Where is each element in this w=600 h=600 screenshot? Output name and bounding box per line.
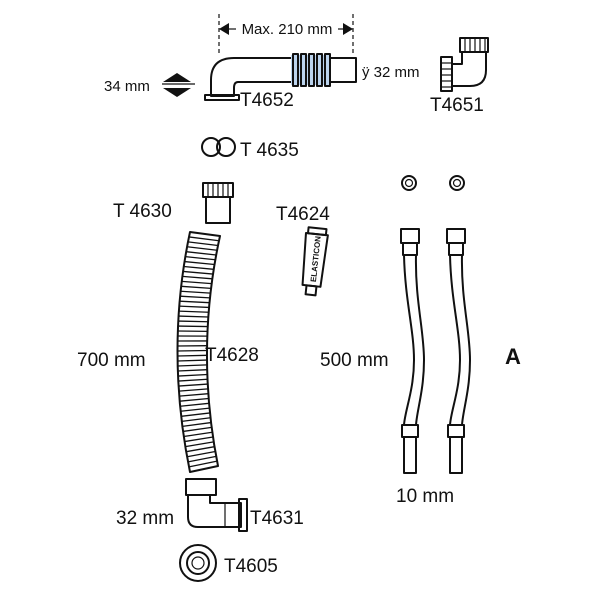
- hose-rib: [178, 383, 208, 387]
- pipe-left: [400, 228, 425, 474]
- max-length-dimension: Max. 210 mm: [218, 14, 354, 56]
- hose-rib: [179, 397, 209, 402]
- hose-rib: [187, 241, 219, 247]
- hose-rib: [185, 255, 216, 261]
- hose-rib: [185, 441, 214, 448]
- hose-rib: [178, 320, 209, 323]
- t4630-connector-icon: [202, 182, 234, 224]
- pipe-washer-left-icon: [401, 175, 417, 191]
- hose-length-label: 700 mm: [77, 350, 146, 371]
- hose-rib: [181, 285, 212, 290]
- hose-rib: [180, 407, 210, 412]
- set-label-a: A: [505, 344, 521, 369]
- hose-rib: [188, 236, 220, 242]
- hose-rib: [186, 251, 217, 256]
- part-label-t4651: T4651: [430, 95, 484, 116]
- part-label-t4652: T4652: [240, 90, 294, 111]
- hose-rib: [179, 305, 210, 309]
- hose-rib: [186, 450, 216, 458]
- hose-rib: [182, 270, 214, 275]
- hose-rib: [182, 275, 213, 280]
- t4628-corrugated-hose: [176, 231, 221, 473]
- part-label-t4630: T 4630: [113, 201, 172, 222]
- hose-rib: [178, 373, 208, 377]
- part-label-t4635: T 4635: [240, 140, 299, 161]
- hose-rib: [182, 426, 212, 433]
- height-34-label: 34 mm: [104, 78, 150, 95]
- part-label-t4628: T4628: [205, 345, 259, 366]
- tube-brand-text: ELASTICON: [309, 235, 323, 282]
- hose-rib: [188, 460, 218, 468]
- part-label-t4605: T4605: [224, 556, 278, 577]
- t4635-rings-icon: [201, 137, 236, 157]
- elbow-diameter-label: 32 mm: [116, 508, 174, 529]
- pipe-washer-right-icon: [449, 175, 465, 191]
- pipe-diameter-label: 10 mm: [396, 486, 454, 507]
- pipe-right: [446, 228, 471, 474]
- hose-rib: [180, 295, 211, 299]
- hose-rib: [178, 315, 209, 318]
- t4605-washer-icon: [179, 544, 217, 582]
- t4631-elbow-icon: [185, 478, 248, 532]
- hose-rib: [177, 349, 208, 352]
- hose-rib: [183, 431, 213, 438]
- hose-rib: [187, 455, 217, 463]
- hose-rib: [177, 354, 207, 357]
- height-marker-icon: [162, 73, 195, 97]
- hose-rib: [184, 260, 215, 266]
- hose-rib: [184, 436, 214, 443]
- max-length-label: Max. 210 mm: [242, 21, 333, 38]
- hose-rib: [186, 246, 218, 251]
- part-label-t4631: T4631: [250, 508, 304, 529]
- hose-rib: [180, 402, 210, 407]
- hose-rib: [183, 265, 214, 270]
- t4651-elbow-icon: [440, 37, 489, 92]
- hose-rib: [177, 369, 208, 372]
- hose-rib: [180, 290, 211, 294]
- hose-rib: [181, 412, 211, 417]
- hose-rib: [181, 417, 211, 422]
- hose-rib: [178, 310, 209, 313]
- hose-rib: [177, 364, 208, 367]
- hose-rib: [179, 300, 210, 304]
- t4624-sealant-tube-icon: ELASTICON: [301, 226, 329, 297]
- hose-rib: [181, 280, 212, 285]
- hose-rib: [179, 393, 209, 397]
- hose-rib: [178, 388, 209, 392]
- hose-rib: [177, 359, 208, 362]
- diameter-32-top-label: ÿ 32 mm: [362, 64, 420, 81]
- hose-rib: [178, 378, 208, 382]
- part-label-t4624: T4624: [276, 204, 330, 225]
- hose-rib: [182, 421, 212, 428]
- hose-rib: [178, 325, 208, 328]
- t4652-elbow-pipe: [204, 53, 357, 101]
- hose-rib: [186, 446, 215, 453]
- pipe-length-label: 500 mm: [320, 350, 389, 371]
